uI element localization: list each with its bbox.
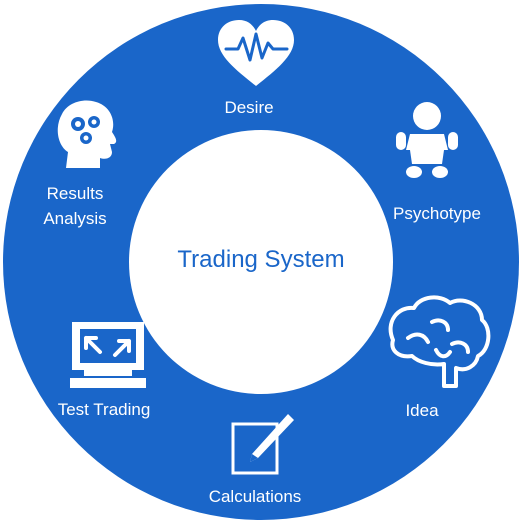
stage-label-results-analysis-line2: Analysis [43,209,107,228]
center-title: Trading System [177,246,345,273]
stage-label-test-trading: Test Trading [57,400,151,419]
stage-label-calculations: Calculations [208,487,302,506]
baby-icon [396,102,458,178]
stage-label-psychotype: Psychotype [393,204,481,223]
computer-monitor-icon [70,322,146,388]
center-circle [129,130,393,394]
brain-icon [388,295,491,388]
stage-label-idea: Idea [405,401,439,420]
heart-pulse-icon [218,20,294,86]
head-gears-icon [57,100,117,168]
pencil-edit-icon [231,414,294,475]
stage-label-results-analysis-line1: Results [46,184,104,203]
stage-label-desire: Desire [224,98,274,117]
